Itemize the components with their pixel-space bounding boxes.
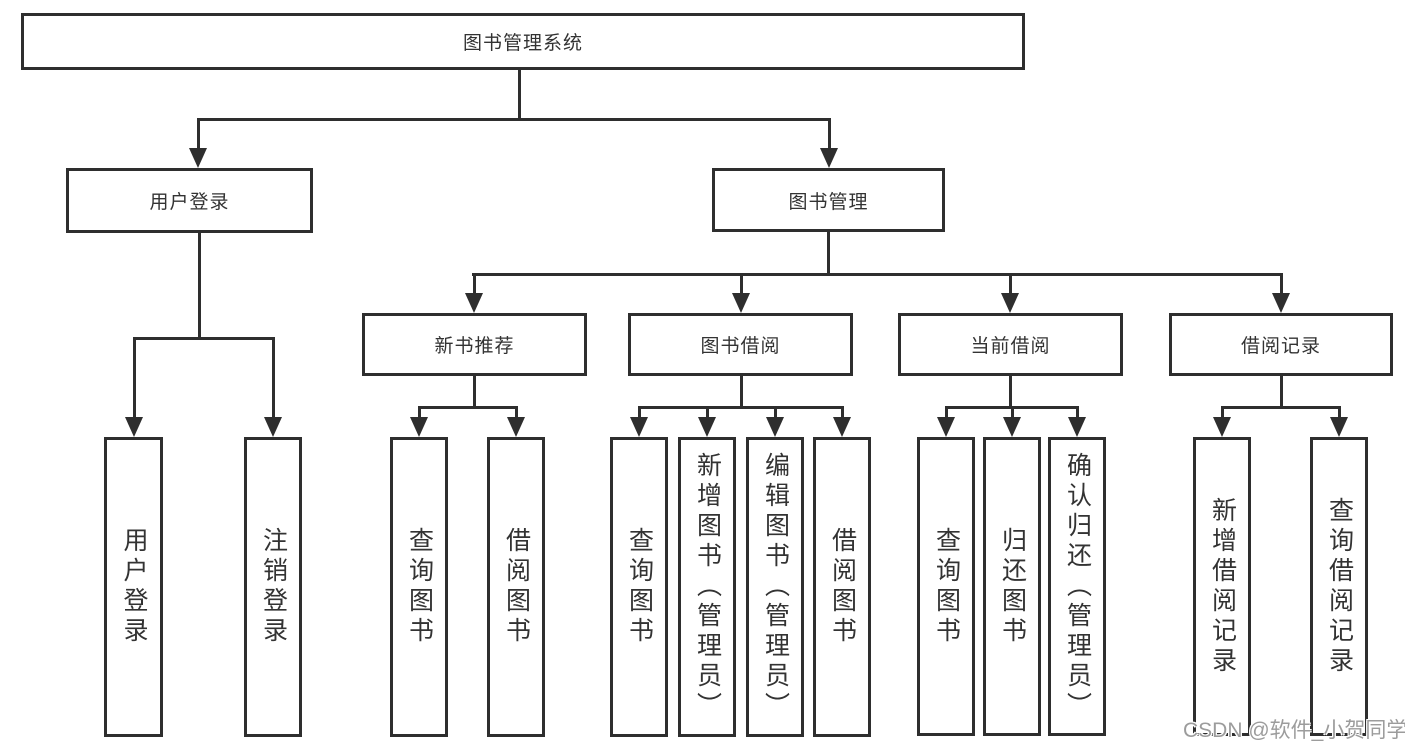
arrowhead-down [1001, 293, 1019, 313]
connector-line [1280, 275, 1283, 295]
node-label: 新增借阅记录 [1208, 496, 1237, 677]
node-book-management: 图书管理 [712, 168, 945, 232]
connector-line [197, 118, 831, 121]
arrowhead-down [1003, 417, 1021, 437]
arrowhead-down [833, 417, 851, 437]
arrowhead-down [732, 293, 750, 313]
node-label: 查询图书 [932, 526, 961, 647]
arrowhead-down [766, 417, 784, 437]
connector-line [272, 339, 275, 419]
leaf-query-books-recommend: 查询图书 [390, 437, 448, 737]
arrowhead-down [125, 417, 143, 437]
arrowhead-down [264, 417, 282, 437]
watermark: CSDN @软件_小贺同学 [1183, 719, 1405, 742]
connector-line [827, 232, 830, 273]
node-label: 查询图书 [405, 527, 434, 647]
node-label: 新书推荐 [434, 336, 515, 357]
node-label: 查询图书 [625, 527, 654, 647]
node-label: 借阅图书 [828, 527, 857, 647]
connector-line [515, 408, 518, 419]
arrowhead-down [1213, 417, 1231, 437]
arrowhead-down [1068, 417, 1086, 437]
connector-line [473, 376, 476, 407]
connector-line [1221, 408, 1224, 419]
connector-line [706, 408, 709, 419]
leaf-user-login: 用户登录 [104, 437, 163, 737]
connector-line [133, 337, 275, 340]
leaf-edit-book-admin: 编辑图书（管理员） [746, 437, 804, 737]
node-label: 注销登录 [259, 527, 288, 647]
arrowhead-down [465, 293, 483, 313]
connector-line [418, 408, 421, 419]
node-label: 图书管理 [788, 191, 869, 213]
connector-line [638, 406, 844, 409]
connector-line [198, 233, 201, 339]
node-library-management-system: 图书管理系统 [21, 13, 1025, 70]
node-book-borrow: 图书借阅 [628, 313, 853, 376]
connector-line [828, 120, 831, 152]
node-user-login: 用户登录 [66, 168, 313, 233]
connector-line [1011, 408, 1014, 419]
node-label: 图书借阅 [700, 336, 781, 357]
arrowhead-down [410, 417, 428, 437]
connector-line [1221, 406, 1341, 409]
leaf-query-books-borrow: 查询图书 [610, 437, 668, 737]
leaf-query-books-current: 查询图书 [917, 437, 975, 736]
node-label: 图书管理系统 [462, 33, 583, 54]
leaf-query-borrow-record: 查询借阅记录 [1310, 437, 1368, 736]
connector-line [945, 408, 948, 419]
connector-line [774, 408, 777, 419]
connector-line [518, 70, 521, 118]
node-label: 查询借阅记录 [1325, 496, 1354, 677]
connector-line [1009, 275, 1012, 295]
connector-line [740, 275, 743, 295]
node-label: 新增图书（管理员） [693, 452, 722, 722]
node-label: 当前借阅 [970, 336, 1051, 357]
connector-line [1338, 408, 1341, 419]
leaf-borrow-books-recommend: 借阅图书 [487, 437, 545, 737]
arrowhead-down [507, 417, 525, 437]
node-borrow-records: 借阅记录 [1169, 313, 1393, 376]
node-label: 借阅图书 [502, 527, 531, 647]
leaf-borrow-books: 借阅图书 [813, 437, 871, 737]
connector-line [1076, 408, 1079, 419]
node-new-book-recommend: 新书推荐 [362, 313, 587, 376]
connector-line [418, 406, 518, 409]
connector-line [945, 406, 1079, 409]
arrowhead-down [820, 148, 838, 168]
leaf-add-book-admin: 新增图书（管理员） [678, 437, 736, 737]
node-label: 用户登录 [120, 527, 148, 647]
connector-line [638, 408, 641, 419]
node-current-borrow: 当前借阅 [898, 313, 1123, 376]
connector-line [133, 339, 136, 419]
arrowhead-down [698, 417, 716, 437]
connector-line [197, 120, 200, 152]
connector-line [472, 273, 1283, 276]
arrowhead-down [1272, 293, 1290, 313]
connector-line [740, 376, 743, 407]
node-label: 编辑图书（管理员） [761, 452, 790, 722]
connector-line [1009, 376, 1012, 407]
leaf-logout: 注销登录 [244, 437, 302, 737]
connector-line [473, 275, 476, 295]
node-label: 归还图书 [998, 526, 1027, 647]
arrowhead-down [630, 417, 648, 437]
node-label: 用户登录 [149, 192, 230, 213]
node-label: 确认归还（管理员） [1063, 451, 1092, 722]
node-label: 借阅记录 [1240, 336, 1321, 357]
leaf-return-books: 归还图书 [983, 437, 1041, 736]
arrowhead-down [1330, 417, 1348, 437]
arrowhead-down [937, 417, 955, 437]
connector-line [1280, 376, 1283, 407]
leaf-confirm-return-admin: 确认归还（管理员） [1048, 437, 1106, 736]
arrowhead-down [189, 148, 207, 168]
connector-line [841, 408, 844, 419]
leaf-add-borrow-record: 新增借阅记录 [1193, 437, 1251, 736]
